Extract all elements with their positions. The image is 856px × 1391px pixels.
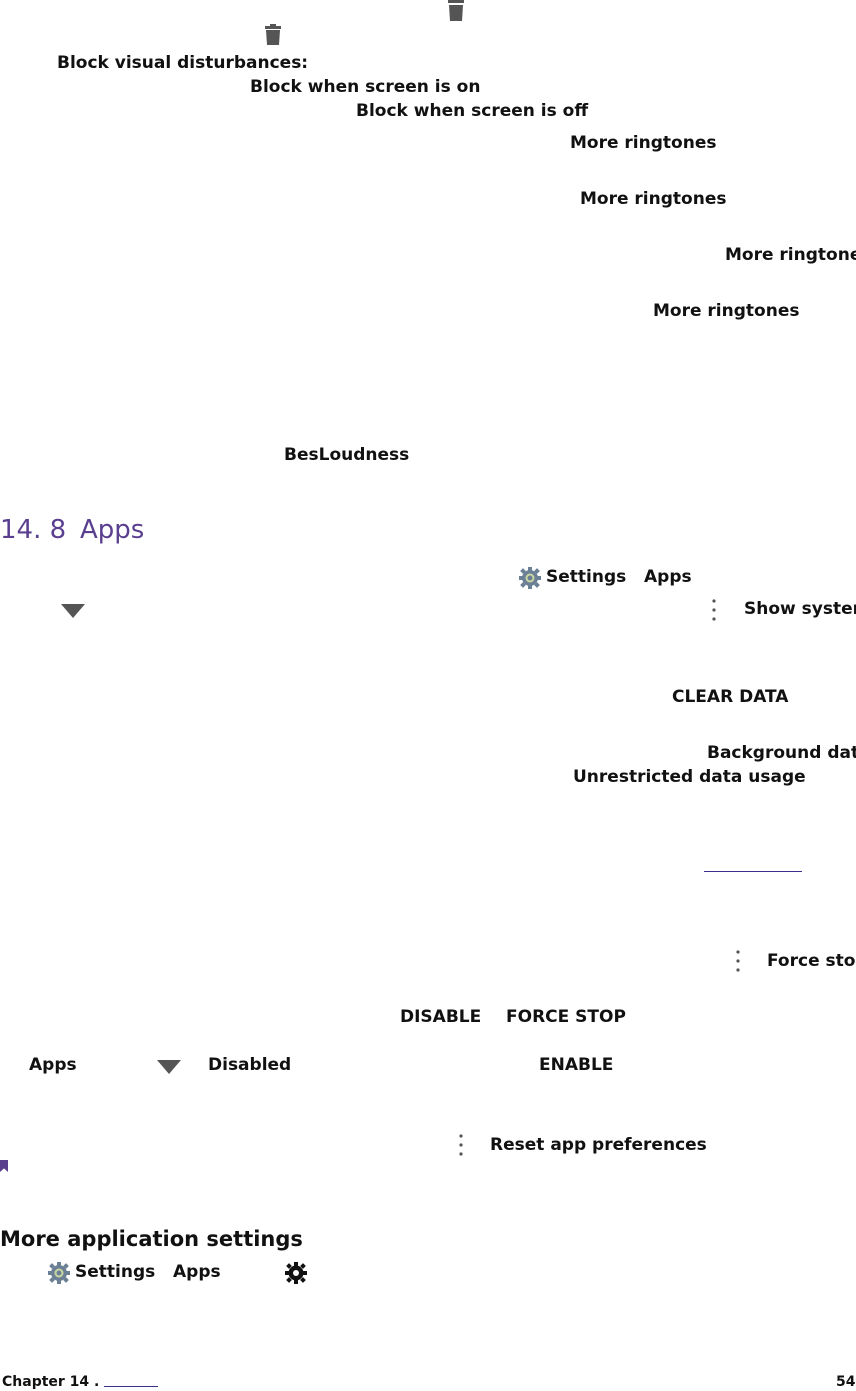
settings-label: Settings bbox=[75, 1262, 156, 1282]
overflow-menu-icon bbox=[712, 599, 716, 621]
overflow-menu-icon bbox=[459, 1134, 463, 1156]
settings-gear-icon bbox=[519, 567, 541, 589]
apps-filter-label: Apps bbox=[29, 1055, 77, 1075]
apps-label: Apps bbox=[173, 1262, 221, 1282]
disable-button-label: DISABLE bbox=[400, 1007, 482, 1027]
bookmark-icon bbox=[0, 1160, 8, 1172]
block-when-screen-off-option: Block when screen is off bbox=[356, 101, 589, 121]
show-system-option: Show system bbox=[744, 599, 856, 619]
clear-data-button-label: CLEAR DATA bbox=[672, 687, 789, 707]
block-when-screen-on-option: Block when screen is on bbox=[250, 77, 481, 97]
disabled-filter-label: Disabled bbox=[208, 1055, 292, 1075]
footer-chapter: Chapter 14 . bbox=[2, 1374, 100, 1390]
unrestricted-data-usage-label: Unrestricted data usage bbox=[573, 767, 806, 787]
settings-label: Settings bbox=[546, 567, 627, 587]
more-ringtones-2: More ringtones bbox=[580, 189, 727, 209]
section-title: Apps bbox=[80, 515, 145, 545]
dropdown-triangle-icon bbox=[157, 1060, 181, 1074]
besloudness-label: BesLoudness bbox=[284, 445, 410, 465]
more-application-settings-title: More application settings bbox=[0, 1227, 303, 1251]
force-stop-option: Force stop bbox=[767, 951, 856, 971]
dropdown-triangle-icon bbox=[61, 604, 85, 618]
hyperlink-underline bbox=[704, 871, 802, 872]
more-ringtones-4: More ringtones bbox=[653, 301, 800, 321]
block-visual-disturbances-label: Block visual disturbances: bbox=[57, 53, 309, 73]
overflow-menu-icon bbox=[736, 950, 740, 972]
settings-gear-icon bbox=[48, 1262, 70, 1284]
gear-icon bbox=[285, 1262, 307, 1284]
trash-icon bbox=[265, 24, 281, 45]
footer-chapter-underline bbox=[104, 1386, 158, 1387]
page-number: 54 bbox=[836, 1374, 856, 1390]
force-stop-button-label: FORCE STOP bbox=[506, 1007, 626, 1027]
more-ringtones-1: More ringtones bbox=[570, 133, 717, 153]
more-ringtones-3: More ringtones bbox=[725, 245, 856, 265]
background-data-label: Background data bbox=[707, 743, 856, 763]
apps-label: Apps bbox=[644, 567, 692, 587]
trash-icon bbox=[448, 0, 464, 21]
reset-app-preferences-option: Reset app preferences bbox=[490, 1135, 707, 1155]
section-number: 14. 8 bbox=[0, 515, 67, 545]
enable-button-label: ENABLE bbox=[539, 1055, 614, 1075]
